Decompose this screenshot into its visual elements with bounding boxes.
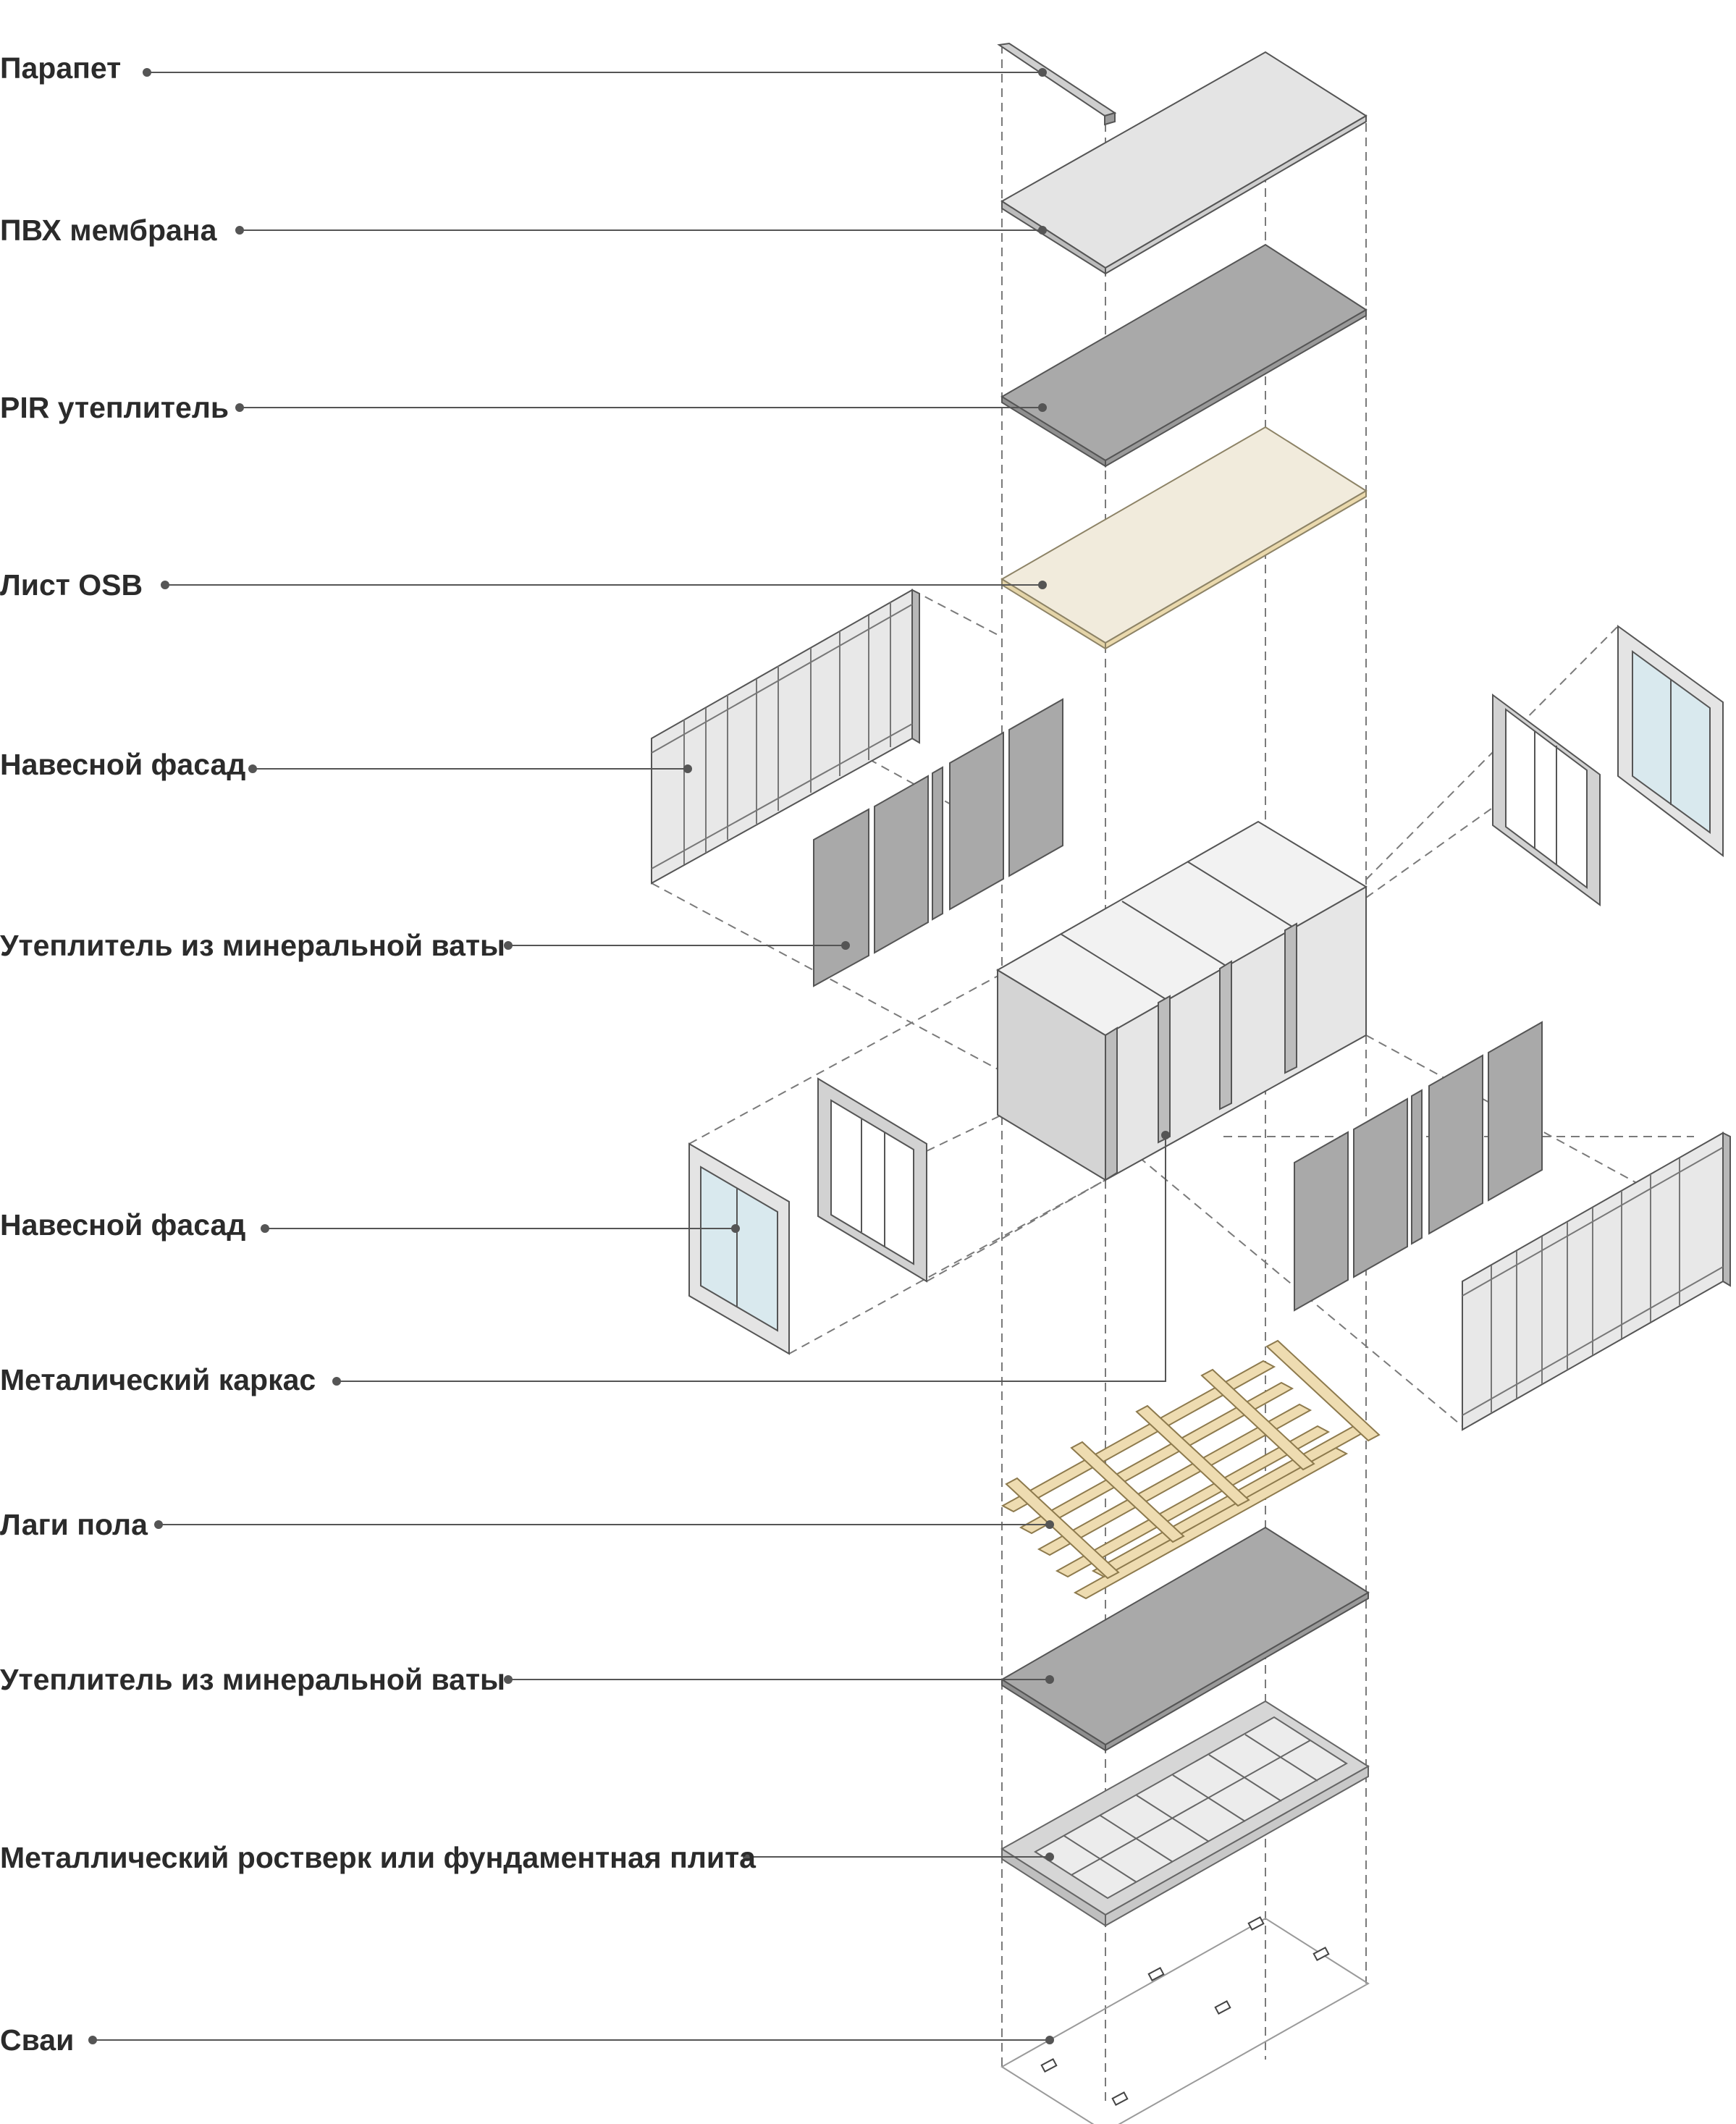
label-osb-sheet: Лист OSB: [0, 568, 143, 602]
label-metal-frame: Металический каркас: [0, 1363, 316, 1396]
leader-lines: [88, 68, 1170, 2044]
label-piles: Сваи: [0, 2023, 74, 2057]
parapet-element: [997, 42, 1117, 126]
label-curtain-facade-2: Навесной фасад: [0, 1208, 245, 1242]
label-metal-grillage: Металлический ростверк или фундаментная …: [0, 1841, 757, 1874]
floor-joists-grid: [1000, 1339, 1381, 1600]
labels: Парапет ПВХ мембрана PIR утеплитель Лист…: [0, 51, 757, 2057]
curtain-facade-left-long: [651, 589, 920, 885]
floor-mineral-wool-slab: [1000, 1526, 1370, 1752]
label-parapet: Парапет: [0, 51, 121, 85]
piles-base: [1000, 1916, 1370, 2124]
label-mineral-wool-2: Утеплитель из минеральной ваты: [0, 1663, 505, 1696]
glazed-facade-left: [688, 1142, 790, 1355]
label-curtain-facade-1: Навесной фасад: [0, 748, 245, 781]
pvc-membrane-slab: [1000, 51, 1368, 275]
osb-sheet-slab: [1000, 426, 1368, 650]
metal-grillage: [1000, 1700, 1370, 1927]
curtain-facade-right-long: [1462, 1131, 1731, 1431]
label-mineral-wool-1: Утеплитель из минеральной ваты: [0, 929, 505, 962]
end-wall-frame-right: [1492, 694, 1601, 906]
metal-frame-modules: [996, 820, 1368, 1181]
label-pir-insulation: PIR утеплитель: [0, 391, 229, 424]
label-pvc-membrane: ПВХ мембрана: [0, 214, 218, 247]
mineral-wool-panels-left: [813, 698, 1063, 987]
mineral-wool-panels-right: [1294, 1021, 1543, 1312]
glazed-facade-right: [1617, 625, 1724, 858]
end-wall-frame-left: [817, 1077, 927, 1283]
label-floor-joists: Лаги пола: [0, 1508, 148, 1541]
pir-insulation-slab: [1000, 243, 1368, 468]
